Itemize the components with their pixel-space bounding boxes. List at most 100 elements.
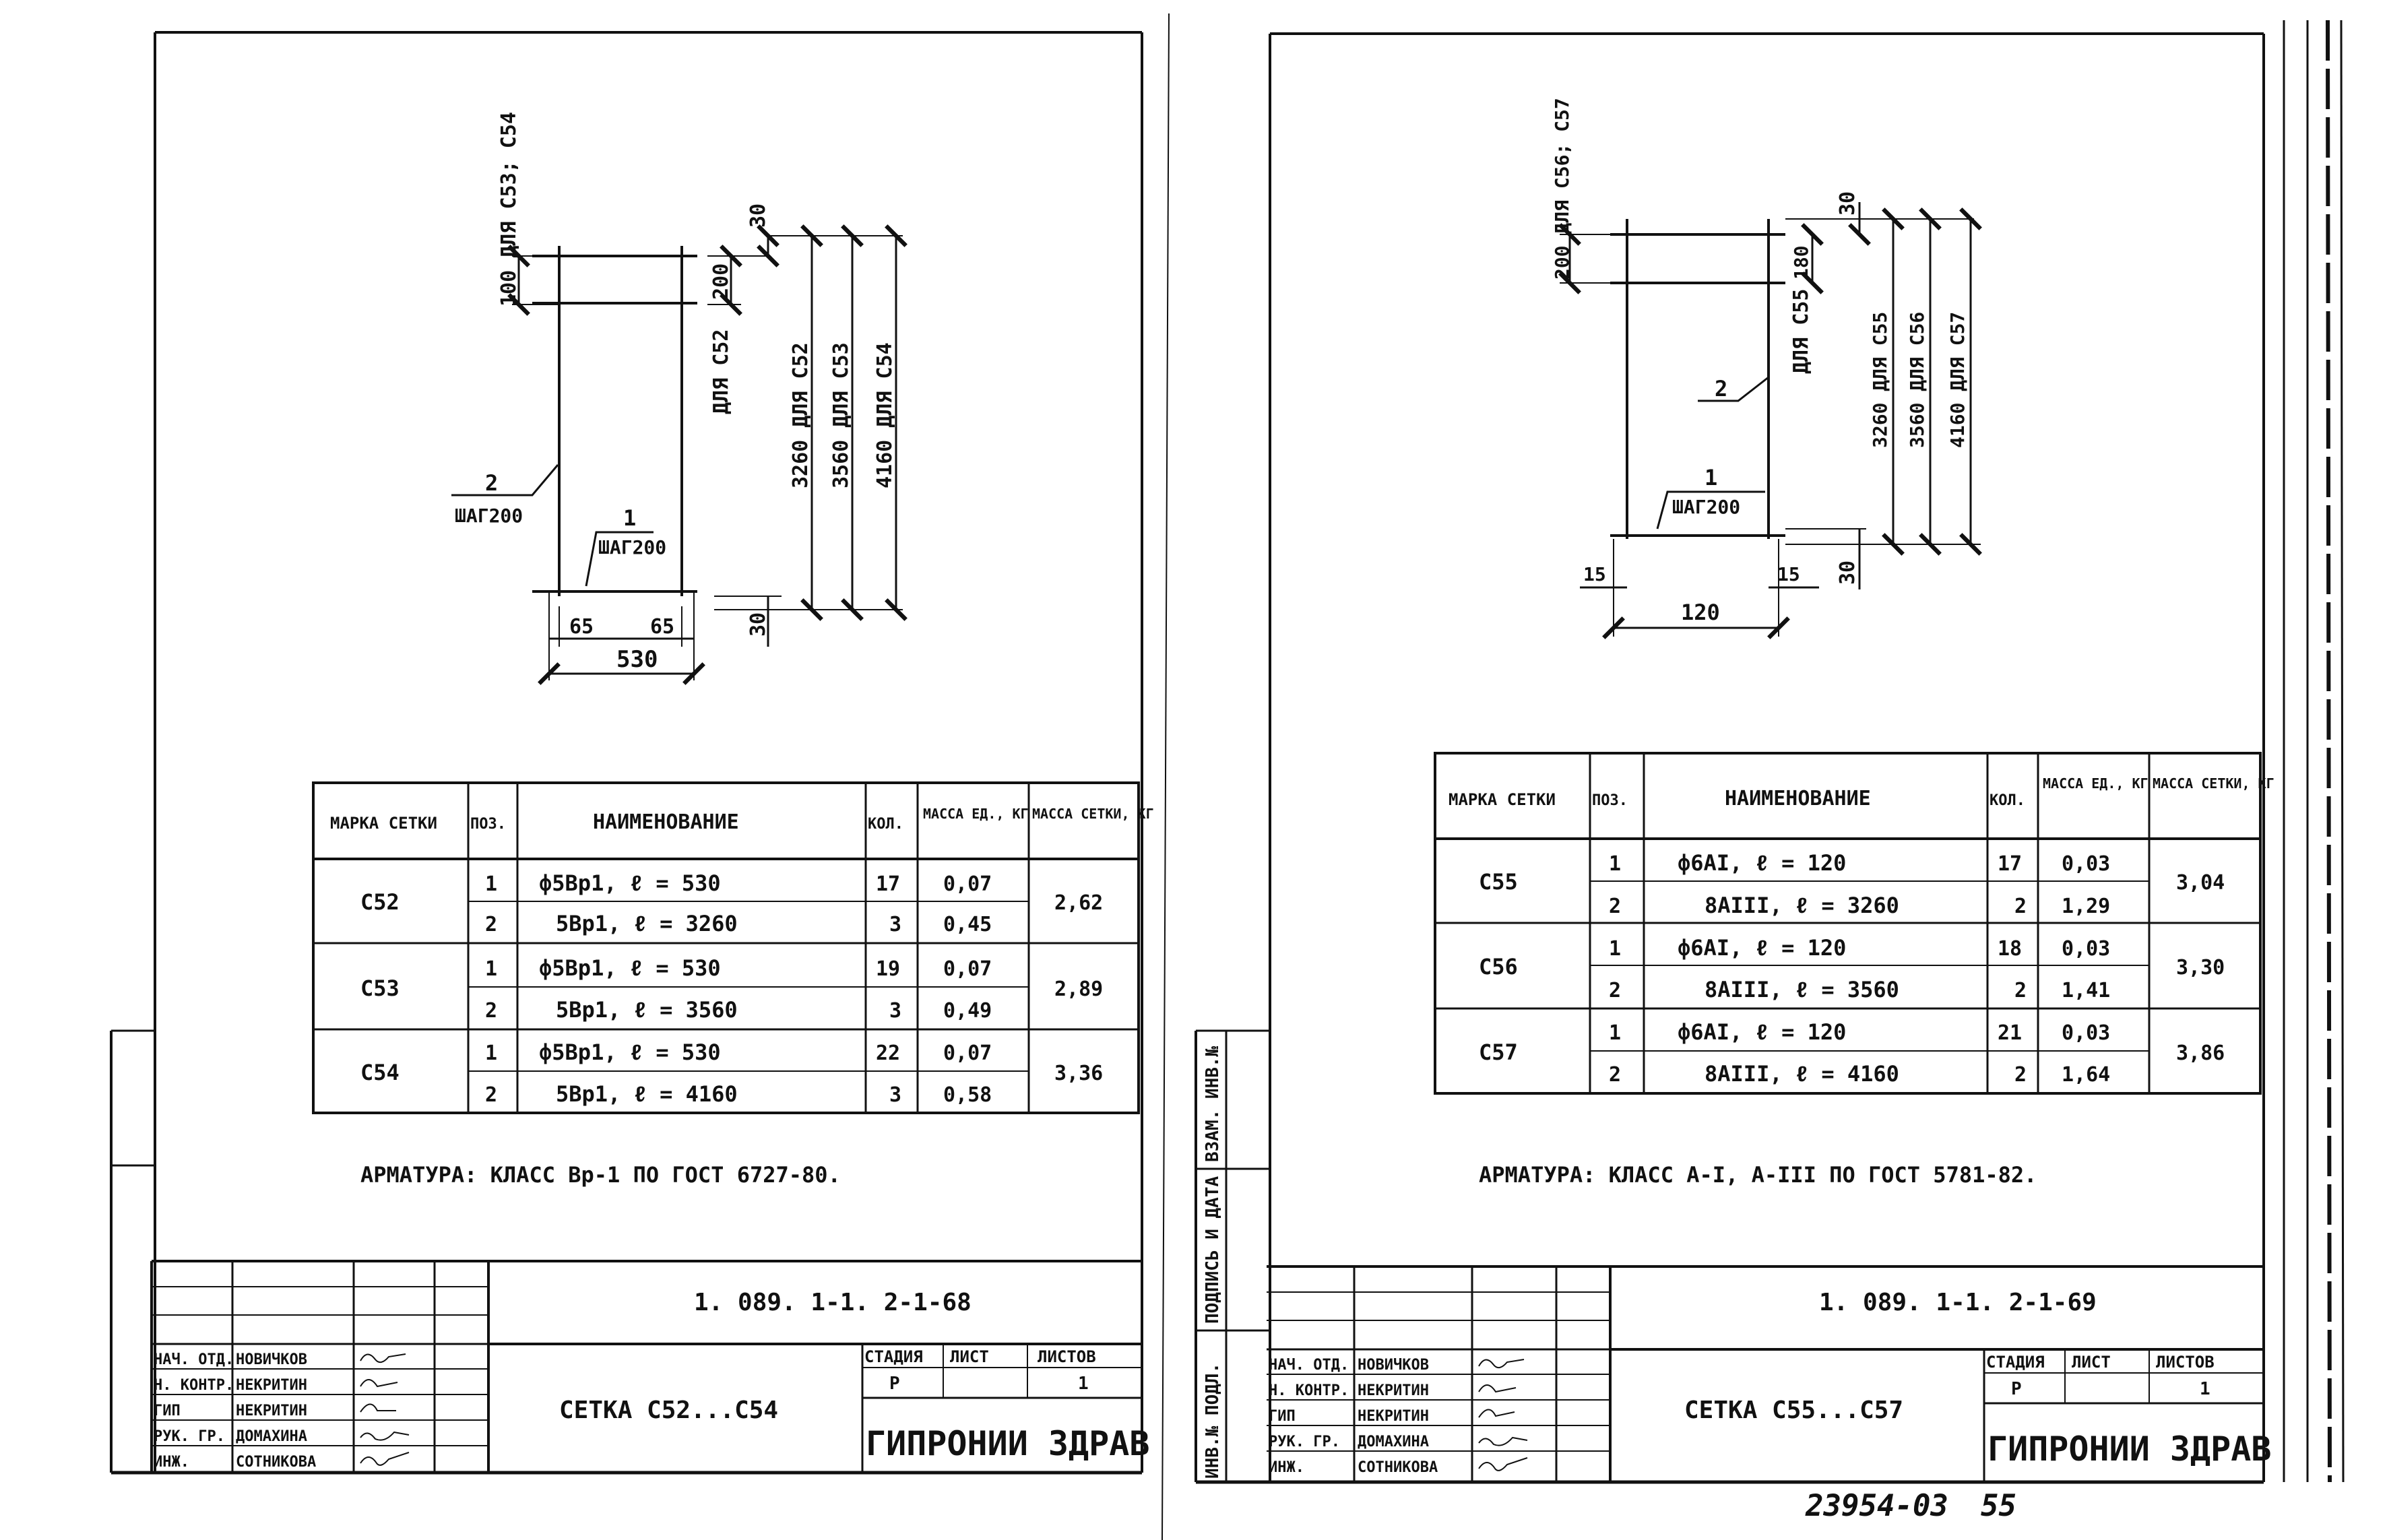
- name-4-left: СОТНИКОВА: [236, 1454, 316, 1471]
- org-left: ГИПРОНИИ ЗДРАВ: [866, 1424, 1149, 1463]
- c52-r2-pos: 2: [485, 913, 497, 936]
- sheets-label-left: ЛИСТОВ: [1038, 1347, 1096, 1366]
- name-2-left: НЕКРИТИН: [236, 1403, 307, 1419]
- c54-r2-pos: 2: [485, 1083, 497, 1107]
- archive-number: 23954-03: [1805, 1489, 1948, 1523]
- name-2-right: НЕКРИТИН: [1358, 1408, 1429, 1425]
- c54-r1-pos: 1: [485, 1041, 497, 1065]
- th2-name: НАИМЕНОВАНИЕ: [1725, 787, 1871, 810]
- c56-r1-mass: 0,03: [2062, 937, 2110, 961]
- th2-mark: МАРКА СЕТКИ: [1449, 790, 1556, 809]
- label-left-65: 65: [569, 615, 594, 639]
- th-mass-total: МАССА СЕТКИ, КГ: [1032, 806, 1154, 822]
- binding-line-3: [2326, 20, 2332, 1483]
- c57-r1-mass: 0,03: [2062, 1021, 2110, 1045]
- label2-len-c55: 3260 ДЛЯ С55: [1869, 312, 1891, 448]
- c57-total: 3,86: [2176, 1041, 2225, 1065]
- label2-right-15: 15: [1777, 563, 1800, 585]
- role-4-left: ИНЖ.: [154, 1454, 189, 1471]
- table-border: [312, 781, 1140, 1114]
- label-pos1-step: ШАГ200: [598, 536, 666, 558]
- label2-len-c56: 3560 ДЛЯ С56: [1906, 312, 1928, 448]
- c54-r2-mass: 0,58: [943, 1083, 992, 1107]
- sheets-value-right: 1: [2200, 1379, 2210, 1399]
- c53-r2-mass: 0,49: [943, 999, 992, 1023]
- c53-r1-mass: 0,07: [943, 957, 992, 981]
- sketch-labels-left: 100 ДЛЯ С53; С54 200 ДЛЯ С52 30 3260 ДЛЯ…: [455, 112, 897, 673]
- mesh-sketch-c52-c54: [451, 224, 908, 685]
- c55-r1-pos: 1: [1609, 852, 1621, 876]
- label-pos2: 2: [485, 470, 498, 496]
- signature-icon: [1478, 1359, 1528, 1471]
- c56-r1-pos: 1: [1609, 937, 1621, 961]
- rebar-note-right: АРМАТУРА: КЛАСС А-I, А-III ПО ГОСТ 5781-…: [1479, 1162, 2037, 1188]
- label-for-c52: ДЛЯ С52: [709, 329, 733, 414]
- c56-r2-qty: 2: [2014, 979, 2027, 1002]
- c56-r1-qty: 18: [1998, 937, 2022, 961]
- mark-c53: С53: [360, 975, 400, 1001]
- name-1-right: НЕКРИТИН: [1358, 1382, 1429, 1399]
- c55-r2-name: 8АIII, ℓ = 3260: [1705, 893, 1899, 918]
- stage-value-right: Р: [2011, 1379, 2022, 1399]
- label-len-c52: 3260 ДЛЯ С52: [789, 342, 813, 488]
- role-2-right: ГИП: [1269, 1408, 1296, 1425]
- c56-r2-pos: 2: [1609, 979, 1621, 1002]
- role-2-left: ГИП: [154, 1403, 181, 1419]
- mark-c54: С54: [360, 1060, 400, 1085]
- c54-r1-mass: 0,07: [943, 1041, 992, 1065]
- c55-r2-pos: 2: [1609, 895, 1621, 918]
- label-len-c53: 3560 ДЛЯ С53: [829, 342, 853, 488]
- rebar-note-left: АРМАТУРА: КЛАСС Вр-1 ПО ГОСТ 6727-80.: [360, 1162, 841, 1188]
- side-label-1: ПОДПИСЬ И ДАТА: [1203, 1176, 1223, 1324]
- c52-r2-mass: 0,45: [943, 913, 992, 936]
- sheet-label-left: ЛИСТ: [950, 1347, 989, 1366]
- name-4-right: СОТНИКОВА: [1358, 1459, 1438, 1476]
- mark-c52: С52: [360, 889, 400, 915]
- leader2-pos1: [1656, 490, 1765, 530]
- org-right: ГИПРОНИИ ЗДРАВ: [1987, 1430, 2271, 1469]
- name-0-right: НОВИЧКОВ: [1358, 1357, 1429, 1374]
- name-3-left: ДОМАХИНА: [236, 1428, 307, 1445]
- c52-r1-qty: 17: [876, 872, 900, 896]
- name-1-left: НЕКРИТИН: [236, 1377, 307, 1394]
- role-0-right: НАЧ. ОТД.: [1269, 1357, 1349, 1374]
- th2-pos: ПОЗ.: [1592, 792, 1628, 809]
- c57-r2-name: 8АIII, ℓ = 4160: [1705, 1061, 1899, 1087]
- c52-r2-qty: 3: [889, 913, 901, 936]
- c54-r1-name: ф5Вр1, ℓ = 530: [539, 1039, 721, 1065]
- c57-r1-name: ф6АI, ℓ = 120: [1678, 1019, 1846, 1045]
- leader-pos1: [585, 531, 654, 587]
- label2-pos1-step: ШАГ200: [1672, 496, 1740, 518]
- role-3-left: РУК. ГР.: [154, 1428, 225, 1445]
- fold-line: [1161, 13, 1170, 1540]
- c52-r1-pos: 1: [485, 872, 497, 896]
- c52-total: 2,62: [1054, 891, 1103, 915]
- label2-left-15: 15: [1583, 563, 1606, 585]
- c53-r2-pos: 2: [485, 999, 497, 1023]
- c57-r1-pos: 1: [1609, 1021, 1621, 1045]
- c56-total: 3,30: [2176, 956, 2225, 980]
- label-top-band: 100 ДЛЯ С53; С54: [497, 112, 521, 307]
- doc-code-left: 1. 089. 1-1. 2-1-68: [694, 1289, 972, 1316]
- doc-title-right: СЕТКА С55...С57: [1684, 1397, 1903, 1424]
- c54-r1-qty: 22: [876, 1041, 900, 1065]
- role-1-left: Н. КОНТР.: [154, 1377, 234, 1394]
- c53-r1-name: ф5Вр1, ℓ = 530: [539, 955, 721, 981]
- c55-r2-mass: 1,29: [2062, 895, 2110, 918]
- title-block-left: 1. 089. 1-1. 2-1-68 СЕТКА С52...С54 СТАД…: [150, 1260, 1149, 1473]
- leader-pos2: [451, 464, 559, 496]
- c53-r2-qty: 3: [889, 999, 901, 1023]
- c54-total: 3,36: [1054, 1062, 1103, 1085]
- side-label-2: ИНВ.№ ПОДЛ.: [1203, 1363, 1223, 1479]
- label2-bottom-30: 30: [1836, 560, 1859, 585]
- c52-r1-mass: 0,07: [943, 872, 992, 896]
- th2-mass-unit: МАССА ЕД., КГ: [2043, 775, 2149, 792]
- th2-mass-total: МАССА СЕТКИ, КГ: [2153, 775, 2274, 792]
- page-number: 55: [1981, 1489, 2016, 1523]
- c54-r2-qty: 3: [889, 1083, 901, 1107]
- th2-qty: КОЛ.: [1990, 792, 2025, 809]
- label-top-30: 30: [746, 203, 770, 228]
- label2-top-30: 30: [1836, 191, 1859, 216]
- c55-total: 3,04: [2176, 871, 2225, 895]
